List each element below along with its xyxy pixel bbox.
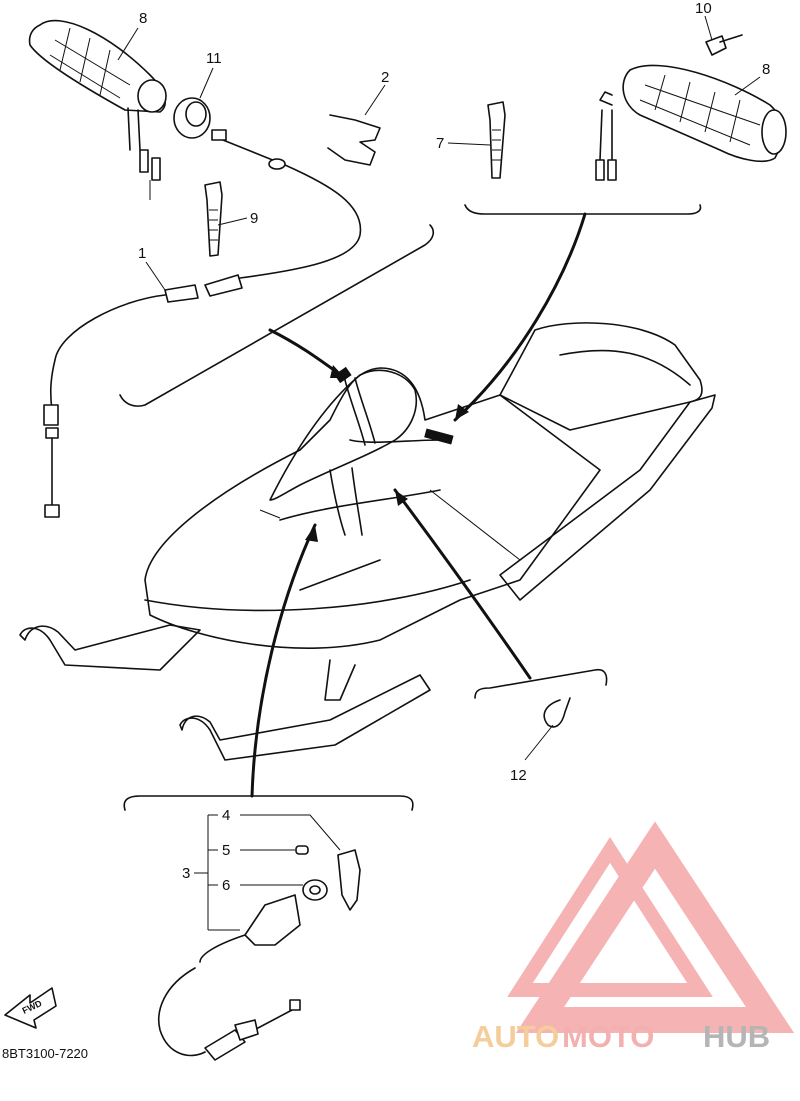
group-bracket-right: [464, 204, 702, 215]
watermark-logo: AUTO MOTO HUB: [472, 821, 795, 1054]
callout-7: 7: [436, 135, 444, 152]
bolt-part: [705, 34, 743, 56]
watermark-moto: MOTO: [562, 1019, 654, 1054]
cable-tie-right: [487, 101, 506, 179]
leader-right-group: [453, 212, 587, 422]
clip-part: [327, 114, 381, 166]
group-bracket-clip: [474, 668, 608, 699]
leader-8b: [734, 76, 761, 96]
clip-group: [393, 488, 608, 761]
leader-7: [447, 142, 491, 146]
callout-8-right: 8: [762, 61, 770, 78]
group-bracket-bottom: [123, 795, 414, 811]
callout-4: 4: [222, 807, 230, 824]
callout-6: 6: [222, 877, 230, 894]
leader-2: [364, 84, 386, 116]
snowmobile-drawing: [19, 322, 716, 761]
callout-10: 10: [695, 0, 712, 17]
cable-tie-left: [204, 181, 223, 257]
callout-3: 3: [182, 865, 190, 882]
throttle-cable: [43, 129, 362, 518]
leader-9: [217, 217, 248, 226]
watermark-hub: HUB: [703, 1019, 770, 1054]
switch-assembly-group: [123, 523, 414, 1061]
left-handlebar-grip: [28, 19, 167, 200]
leader-clip-group: [393, 488, 532, 680]
callout-12: 12: [510, 767, 527, 784]
leader-8a: [117, 27, 139, 61]
pin-part: [295, 845, 309, 855]
callout-2: 2: [381, 69, 389, 86]
watermark-auto: AUTO: [472, 1019, 559, 1054]
diagram-code: 8BT3100-7220: [2, 1046, 88, 1061]
leader-12: [524, 724, 554, 761]
callout-11: 11: [206, 50, 222, 67]
group-bracket-left: [119, 224, 435, 407]
leader-1: [145, 261, 166, 291]
callout-5: 5: [222, 842, 230, 859]
nut-part: [302, 879, 328, 901]
leader-10: [704, 15, 713, 41]
right-grip-group: [453, 34, 787, 422]
fwd-arrow-icon: FWD: [4, 987, 57, 1029]
callout-1: 1: [138, 245, 146, 262]
lever-part: [337, 849, 361, 911]
leader-bottom-group: [250, 523, 317, 798]
callout-labels: 8 11 2 7 9 1 10 8 4 5 3 6 12: [138, 0, 770, 894]
hose-clip-part: [543, 697, 571, 728]
right-handlebar-grip: [595, 64, 787, 181]
throttle-cable-group: [28, 19, 435, 518]
callout-9: 9: [250, 210, 258, 227]
leader-11: [199, 67, 214, 99]
callout-8-left: 8: [139, 10, 147, 27]
callout-leaders: [117, 15, 761, 874]
grip-ring: [173, 97, 211, 139]
switch-body: [244, 894, 301, 946]
leader-4: [240, 814, 341, 851]
